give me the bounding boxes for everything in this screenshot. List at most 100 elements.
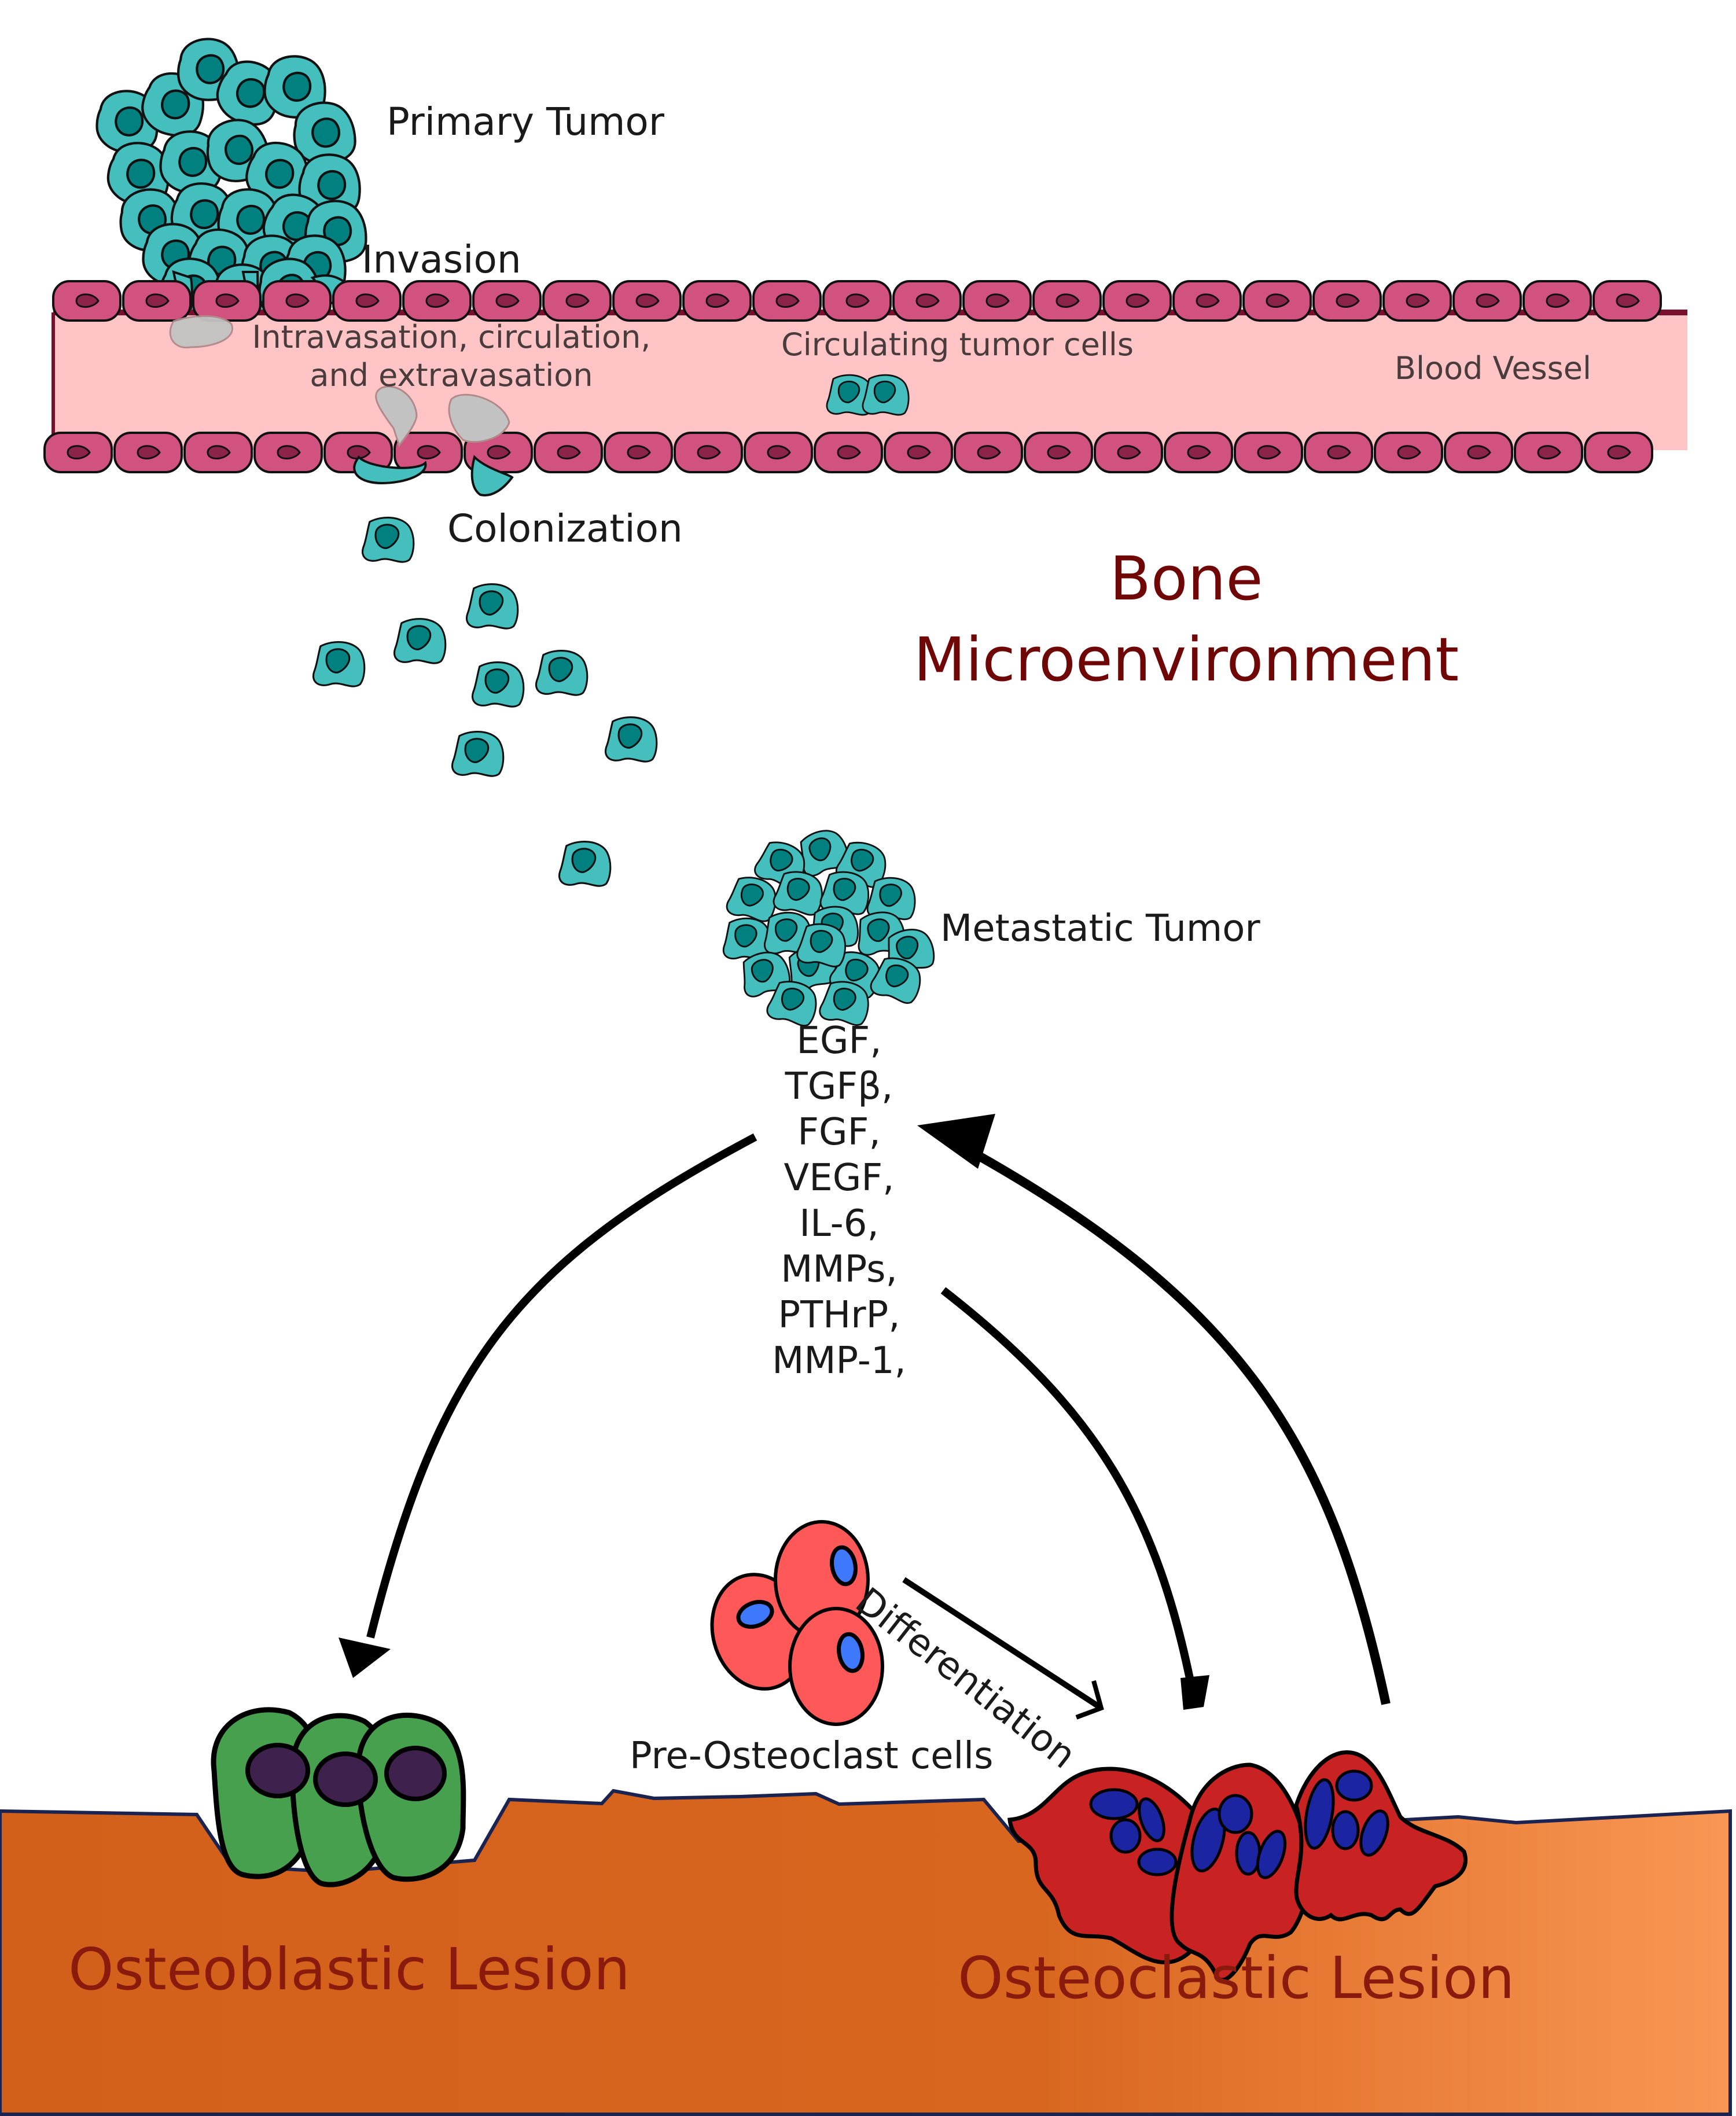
differentiation-arrow	[902, 1577, 1101, 1710]
label-circulating-tumor-cells: Circulating tumor cells	[781, 326, 1134, 363]
label-blood-vessel: Blood Vessel	[1395, 350, 1592, 387]
endothelial-cell	[332, 280, 402, 322]
endothelial-cell	[612, 280, 682, 322]
endothelial-cell	[402, 280, 472, 322]
label-bone-microenvironment: Bone Microenvironment	[810, 538, 1562, 700]
colonizing-tumor-cell	[312, 641, 366, 687]
secreted-factor: IL-6,	[799, 1202, 879, 1245]
endothelial-cell	[1584, 432, 1653, 473]
endothelial-cell	[954, 432, 1023, 473]
endothelial-cell	[1514, 432, 1583, 473]
endothelial-cell	[604, 432, 673, 473]
arrow-to-osteoclastic	[940, 1287, 1196, 1691]
endothelial-cell	[183, 432, 253, 473]
label-invasion: Invasion	[362, 237, 521, 282]
endothelial-cell	[122, 280, 192, 322]
endothelium-top	[52, 280, 1662, 322]
secreted-factor: PTHrP,	[778, 1294, 900, 1337]
extravasating-cell	[353, 455, 427, 485]
endothelial-cell	[43, 432, 113, 473]
colonizing-tumor-cell	[471, 661, 525, 708]
endothelial-cell	[1382, 280, 1452, 322]
label-bone-line1: Bone	[1109, 543, 1263, 614]
secreted-factor: EGF,	[796, 1020, 882, 1062]
blood-vessel	[43, 280, 1687, 496]
label-colonization: Colonization	[447, 506, 683, 551]
endothelial-cell	[52, 280, 122, 322]
secreted-factor: VEGF,	[784, 1157, 895, 1199]
endothelial-cell	[472, 280, 542, 322]
differentiation-arrowhead	[1075, 1680, 1104, 1720]
colonizing-cells	[312, 516, 658, 887]
endothelial-cell	[1444, 432, 1513, 473]
arrow-to-osteoblastic	[366, 1133, 757, 1639]
endothelial-cell	[814, 432, 883, 473]
endothelial-cell	[262, 280, 332, 322]
endothelial-cell	[744, 432, 813, 473]
metastatic-tumor	[722, 823, 938, 1029]
extravasating-cell	[470, 455, 514, 496]
label-metastatic-tumor: Metastatic Tumor	[940, 907, 1260, 950]
endothelial-cell	[752, 280, 822, 322]
endothelial-cell	[1094, 432, 1163, 473]
endothelial-cell	[822, 280, 892, 322]
colonizing-tumor-cell	[361, 516, 415, 563]
endothelial-cell	[962, 280, 1032, 322]
endothelial-cell	[1242, 280, 1312, 322]
endothelial-cell	[534, 432, 603, 473]
secreted-factor: MMP-1,	[772, 1339, 906, 1382]
osteoclast-cells	[1007, 1750, 1468, 1982]
endothelial-cell	[113, 432, 183, 473]
label-intravasation-line2: and extravasation	[310, 357, 593, 393]
endothelial-cell	[1172, 280, 1242, 322]
endothelial-cell	[674, 432, 743, 473]
label-intravasation: Intravasation, circulation, and extravas…	[220, 318, 683, 395]
metastatic-tumor-cell	[724, 873, 781, 924]
label-bone-line2: Microenvironment	[913, 624, 1459, 695]
endothelial-cell	[253, 432, 323, 473]
colonizing-tumor-cell	[393, 617, 447, 664]
arrows	[339, 1114, 1391, 1720]
secreted-factor: MMPs,	[781, 1248, 898, 1291]
ghost-cell	[169, 315, 234, 349]
circulating-tumor-cell	[862, 374, 910, 416]
label-pre-osteoclast-cells: Pre-Osteoclast cells	[630, 1735, 994, 1778]
secreted-factors-list: EGF,TGFβ,FGF,VEGF,IL-6,MMPs,PTHrP,MMP-1,	[752, 1018, 926, 1384]
arrowhead-osteoclastic	[1180, 1675, 1209, 1710]
label-intravasation-line1: Intravasation, circulation,	[252, 319, 651, 355]
endothelial-cell	[1032, 280, 1102, 322]
colonizing-tumor-cell	[535, 649, 589, 696]
secreted-factor: TGFβ,	[785, 1065, 893, 1108]
colonizing-tumor-cell	[451, 730, 505, 777]
arrowhead-osteoblastic	[339, 1637, 391, 1678]
pre-osteoclast-cells	[710, 1520, 884, 1726]
label-primary-tumor: Primary Tumor	[387, 100, 664, 144]
ghost-cell	[448, 393, 510, 443]
osteoblast-cells	[211, 1707, 466, 1887]
endothelial-cell	[682, 280, 752, 322]
colonizing-tumor-cell	[558, 840, 612, 887]
arrow-to-tumor	[958, 1141, 1391, 1705]
endothelium-bottom	[43, 432, 1653, 473]
endothelial-cell	[892, 280, 962, 322]
endothelial-cell	[192, 280, 262, 322]
endothelial-cell	[1522, 280, 1592, 322]
endothelial-cell	[1102, 280, 1172, 322]
arrowhead-tumor	[917, 1114, 995, 1169]
endothelial-cell	[1452, 280, 1522, 322]
secreted-factor: FGF,	[797, 1111, 881, 1154]
colonizing-tumor-cell	[465, 583, 519, 630]
label-osteoclastic-lesion: Osteoclastic Lesion	[958, 1944, 1515, 2012]
endothelial-cell	[1374, 432, 1443, 473]
endothelial-cell	[1164, 432, 1233, 473]
ghost-cell	[375, 385, 418, 448]
endothelial-cell	[1024, 432, 1093, 473]
colonizing-tumor-cell	[604, 716, 658, 763]
endothelial-cell	[1234, 432, 1303, 473]
endothelial-cell	[542, 280, 612, 322]
endothelial-cell	[1312, 280, 1382, 322]
endothelial-cell	[1592, 280, 1662, 322]
endothelial-cell	[884, 432, 953, 473]
